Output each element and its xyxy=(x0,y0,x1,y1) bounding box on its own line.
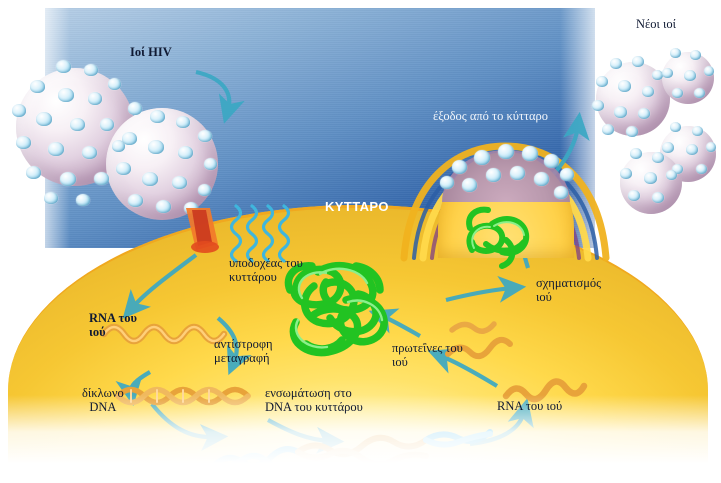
label-viral-rna-right: RNA του ιού xyxy=(497,399,563,413)
cell-receptor-coils xyxy=(229,204,291,263)
label-cell: ΚΥΤΤΑΡΟ xyxy=(325,199,389,214)
label-integration: ενσωμάτωση στο DNA του κυττάρου xyxy=(265,386,363,414)
label-exit-from-cell: έξοδος από το κύτταρο xyxy=(433,109,549,123)
label-viral-rna-left: RNA του ιού xyxy=(89,311,138,339)
bottom-fade xyxy=(0,395,721,483)
label-viral-proteins: πρωτεΐνες του ιού xyxy=(392,341,463,369)
label-virus-assembly: σχηματισμός ιού xyxy=(536,276,602,304)
label-new-viruses: Νέοι ιοί xyxy=(636,17,676,31)
label-reverse-transcription: αντίστροφη μεταγραφή xyxy=(214,337,273,365)
label-cell-receptor: υποδοχέας του κυττάρου xyxy=(229,256,303,284)
label-double-stranded-dna: δίκλωνο DNA xyxy=(82,386,124,414)
label-hiv-viruses: Ιοί HIV xyxy=(130,45,172,59)
